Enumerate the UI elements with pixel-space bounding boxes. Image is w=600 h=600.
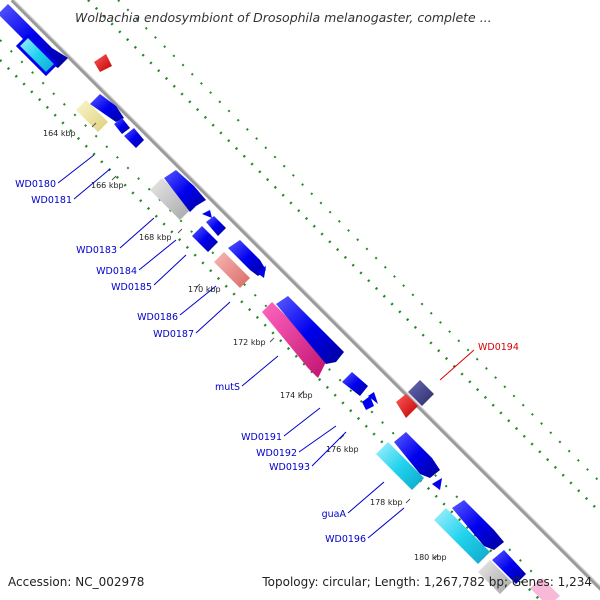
leader-line	[298, 425, 337, 453]
gene-label[interactable]: mutS	[215, 382, 240, 393]
cds-glyph[interactable]	[434, 508, 490, 564]
gene-label[interactable]: WD0191	[241, 432, 282, 443]
tick-mark	[299, 390, 305, 396]
tick-mark	[177, 228, 183, 234]
tick-label: 168 kbp	[139, 233, 172, 242]
tick-mark	[269, 337, 275, 343]
backbone	[10, 0, 600, 591]
gene-labels: WD0180 WD0181 WD0183 WD0184 WD0185 WD018…	[15, 179, 519, 545]
tick-label: 178 kbp	[370, 498, 403, 507]
cds-glyph[interactable]	[408, 380, 434, 406]
gene-label[interactable]: WD0186	[137, 312, 178, 323]
leader-line	[283, 407, 321, 437]
tick-labels: 164 kbp 166 kbp 168 kbp 170 kbp 172 kbp …	[43, 129, 447, 562]
leader-line	[138, 239, 177, 271]
leader-line	[367, 507, 405, 539]
accession-text: Accession: NC_002978	[8, 575, 144, 589]
tick-mark	[111, 175, 117, 181]
tick-mark	[405, 498, 411, 504]
cds-glyph[interactable]	[342, 372, 368, 396]
tick-label: 172 kbp	[233, 338, 266, 347]
cds-glyph[interactable]	[90, 94, 124, 122]
cds-glyph[interactable]	[228, 240, 266, 276]
cds-glyph[interactable]	[492, 550, 526, 584]
tick-marks	[91, 122, 439, 560]
cds-glyph[interactable]	[192, 226, 218, 252]
gene-label[interactable]: WD0193	[269, 462, 310, 473]
backbone-highlight	[13, 0, 600, 587]
cds-glyph[interactable]	[206, 216, 226, 236]
tick-label: 166 kbp	[91, 181, 124, 190]
leader-line	[179, 285, 217, 316]
cds-glyph[interactable]	[164, 170, 206, 212]
cds-glyph[interactable]	[530, 578, 560, 600]
gene-label[interactable]: WD0183	[76, 245, 117, 256]
cds-glyph[interactable]	[394, 432, 440, 478]
cds-glyph[interactable]	[0, 4, 68, 68]
gene-label[interactable]: WD0196	[325, 534, 366, 545]
tick-label: 170 kbp	[188, 285, 221, 294]
tick-mark	[91, 122, 97, 128]
cds-glyph[interactable]	[478, 560, 512, 594]
gene-label[interactable]: WD0180	[15, 179, 56, 190]
gc-dots-outer-2	[117, 0, 600, 483]
cds-glyph[interactable]	[94, 54, 112, 72]
leader-line	[195, 301, 231, 334]
leader-line	[241, 355, 279, 387]
cds-glyph[interactable]	[432, 478, 442, 490]
feature-glyphs	[0, 4, 560, 600]
cds-glyph[interactable]	[256, 266, 266, 278]
leader-line	[73, 168, 111, 200]
tick-label: 176 kbp	[326, 445, 359, 454]
cds-glyph[interactable]	[76, 100, 108, 132]
cds-glyph[interactable]	[452, 500, 504, 550]
cds-glyph[interactable]	[376, 442, 424, 490]
leader-line	[57, 154, 95, 184]
map-title: Wolbachia endosymbiont of Drosophila mel…	[75, 10, 492, 25]
cds-glyph[interactable]	[262, 302, 328, 378]
tick-mark	[433, 554, 439, 560]
leader-line	[347, 481, 385, 514]
cds-glyph[interactable]	[150, 178, 192, 220]
cds-glyph[interactable]	[276, 296, 344, 364]
tick-mark	[339, 434, 345, 440]
tick-label: 164 kbp	[43, 129, 76, 138]
cds-glyph[interactable]	[124, 128, 144, 148]
genome-summary: Topology: circular; Length: 1,267,782 bp…	[261, 575, 592, 589]
gene-label[interactable]: WD0181	[31, 195, 72, 206]
backbone-line	[10, 0, 600, 591]
leader-line	[153, 254, 187, 286]
tick-mark	[195, 283, 201, 289]
gene-label-highlight[interactable]: WD0194	[478, 342, 519, 353]
cds-glyph[interactable]	[368, 392, 378, 404]
gene-label[interactable]: WD0192	[256, 448, 297, 459]
tick-label: 180 kbp	[414, 553, 447, 562]
cds-glyph[interactable]	[214, 252, 250, 288]
cds-glyph-highlight[interactable]	[396, 394, 418, 418]
tick-label: 174 kbp	[280, 391, 313, 400]
leader-line	[311, 431, 347, 467]
cds-glyph[interactable]	[114, 118, 130, 134]
cds-glyph[interactable]	[202, 210, 212, 218]
gene-label[interactable]: WD0187	[153, 329, 194, 340]
cds-glyph[interactable]	[362, 396, 374, 410]
gene-label[interactable]: guaA	[322, 509, 347, 520]
gene-label[interactable]: WD0184	[96, 266, 137, 277]
cds-glyph[interactable]	[15, 33, 59, 77]
label-leaders	[57, 154, 405, 539]
gene-label[interactable]: WD0185	[111, 282, 152, 293]
leader-line	[119, 217, 155, 249]
gc-dots-inner-1	[0, 59, 542, 600]
leader-line-highlight	[439, 349, 475, 381]
